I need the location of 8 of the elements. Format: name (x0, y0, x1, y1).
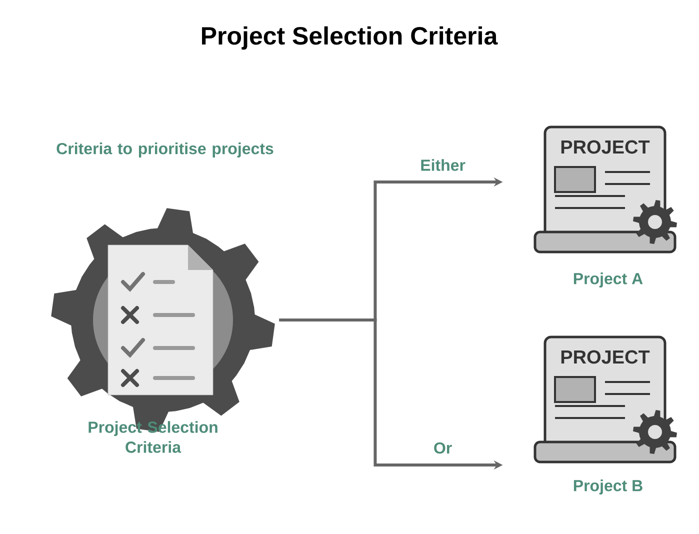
node-label: Project B (574, 480, 642, 494)
edge-label: Either (419, 158, 466, 172)
document-drawing: PROJECT (534, 336, 677, 464)
node-label: Criteria to prioritise projects (56, 142, 274, 158)
document-drawing: PROJECT (534, 126, 677, 254)
title: Project Selection Criteria (202, 26, 498, 50)
node-label: Project A (574, 272, 643, 288)
edge-label: Or (432, 441, 454, 455)
